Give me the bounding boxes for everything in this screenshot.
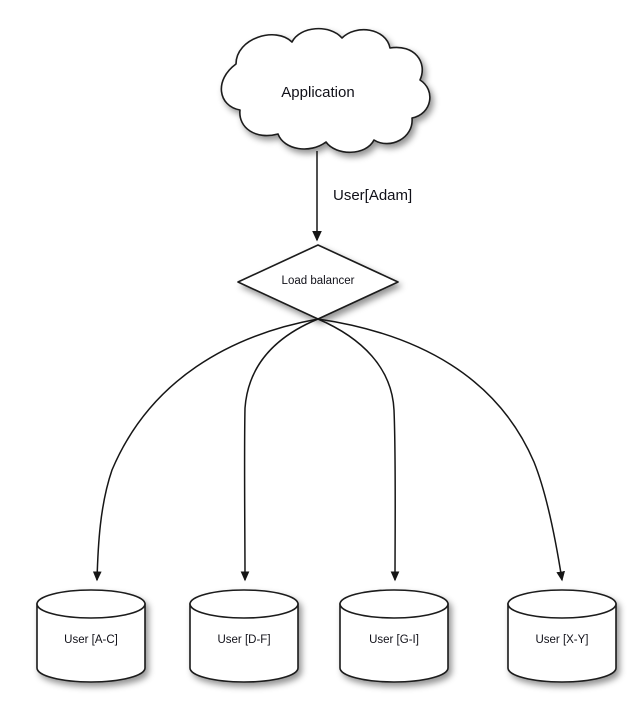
- database-label-1: User [A-C]: [64, 634, 118, 646]
- edges-balancer-to-databases: [92, 318, 565, 582]
- node-application[interactable]: Application: [220, 27, 431, 153]
- application-label: Application: [281, 84, 354, 101]
- node-database-4[interactable]: User [X-Y]: [507, 589, 617, 683]
- edge-application-to-balancer: User[Adam]: [312, 151, 412, 242]
- cylinder-top-1: [36, 589, 146, 619]
- database-label-2: User [D-F]: [217, 634, 270, 646]
- cloud-shape: [220, 27, 431, 153]
- database-label-4: User [X-Y]: [535, 634, 588, 646]
- cylinder-top-2: [189, 589, 299, 619]
- edge-to-db-4: [317, 318, 565, 582]
- cylinder-body-3: [339, 603, 449, 683]
- cylinder-top-4: [507, 589, 617, 619]
- cylinder-top-3: [339, 589, 449, 619]
- edge-to-db-2: [240, 318, 319, 582]
- load-balancer-label: Load balancer: [282, 275, 355, 287]
- edge-to-db-1: [92, 318, 319, 582]
- cylinder-body-2: [189, 603, 299, 683]
- node-database-2[interactable]: User [D-F]: [189, 589, 299, 683]
- node-database-1[interactable]: User [A-C]: [36, 589, 146, 683]
- edge-to-db-3: [317, 318, 400, 582]
- database-label-3: User [G-I]: [369, 634, 419, 646]
- node-load-balancer[interactable]: Load balancer: [237, 244, 399, 320]
- cylinder-body-1: [36, 603, 146, 683]
- cylinder-body-4: [507, 603, 617, 683]
- edge-label-user-adam: User[Adam]: [333, 187, 412, 204]
- node-database-3[interactable]: User [G-I]: [339, 589, 449, 683]
